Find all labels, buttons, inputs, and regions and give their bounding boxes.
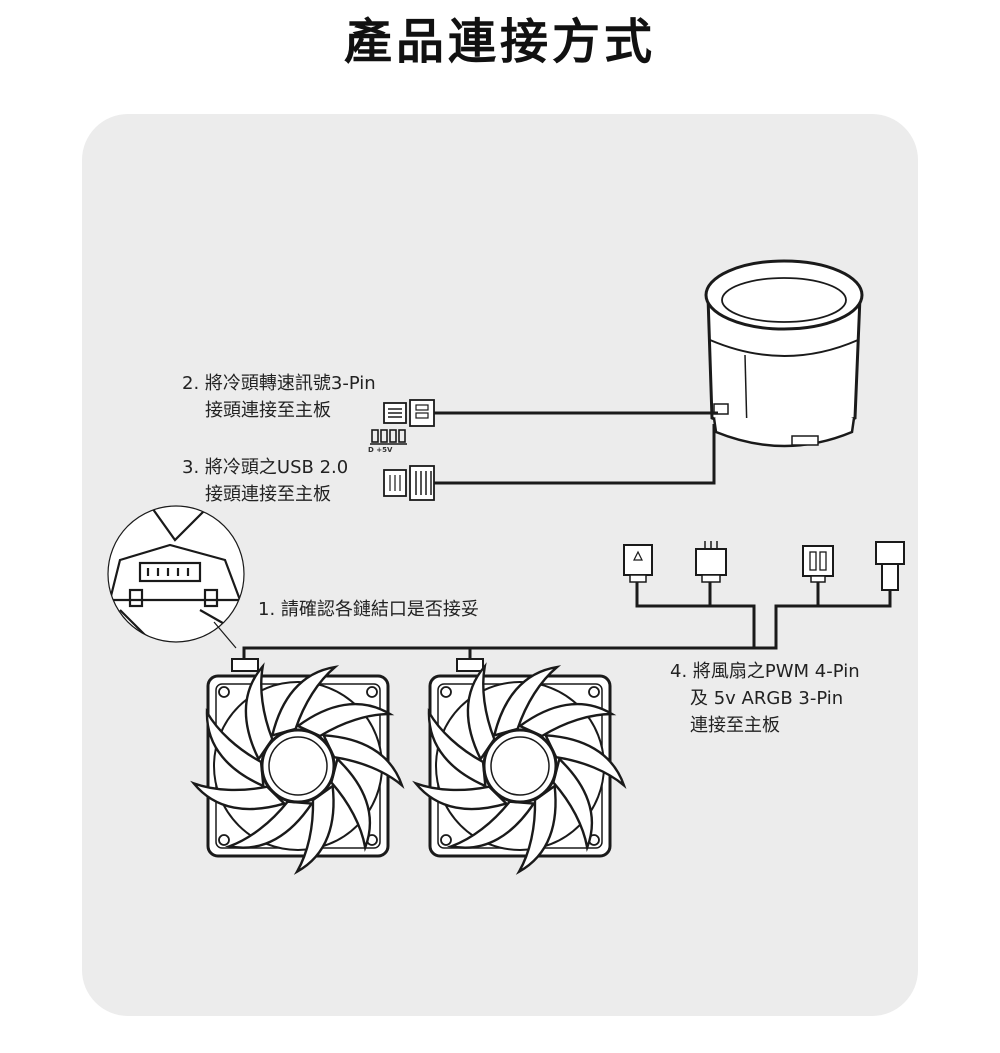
pump-cables [434, 411, 718, 485]
pump-3pin-connector [383, 399, 435, 427]
step-3-label-line1: 3. 將冷頭之USB 2.0 [182, 457, 349, 478]
fan-connector-4 [875, 541, 905, 591]
usb-2-connector [383, 465, 435, 501]
fan-connector-1 [623, 544, 653, 583]
step-4-label-line1: 4. 將風扇之PWM 4-Pin [670, 661, 860, 682]
fan-cables [242, 582, 892, 660]
fan-connector-2 [695, 541, 727, 583]
pump-head-illustration [704, 259, 864, 448]
fan-connector-3 [802, 545, 834, 583]
fan-1-illustration [190, 659, 408, 876]
usb-pin-caption: D +5V [368, 446, 393, 454]
usb-pin-icon [370, 429, 407, 445]
fan-1-connector [231, 658, 259, 672]
fan-2-connector [456, 658, 484, 672]
fan-2-illustration [412, 659, 630, 876]
header-zoom-inset [107, 505, 245, 649]
step-3-label-line2: 接頭連接至主板 [205, 484, 331, 505]
step-4-label-line3: 連接至主板 [690, 715, 780, 736]
page-title: 產品連接方式 [343, 14, 656, 70]
step-2-label-line2: 接頭連接至主板 [205, 400, 331, 421]
step-1-label: 1. 請確認各鏈結口是否接妥 [258, 599, 479, 620]
step-4-label-line2: 及 5v ARGB 3-Pin [690, 688, 844, 709]
step-2-label-line1: 2. 將冷頭轉速訊號3-Pin [182, 373, 376, 394]
